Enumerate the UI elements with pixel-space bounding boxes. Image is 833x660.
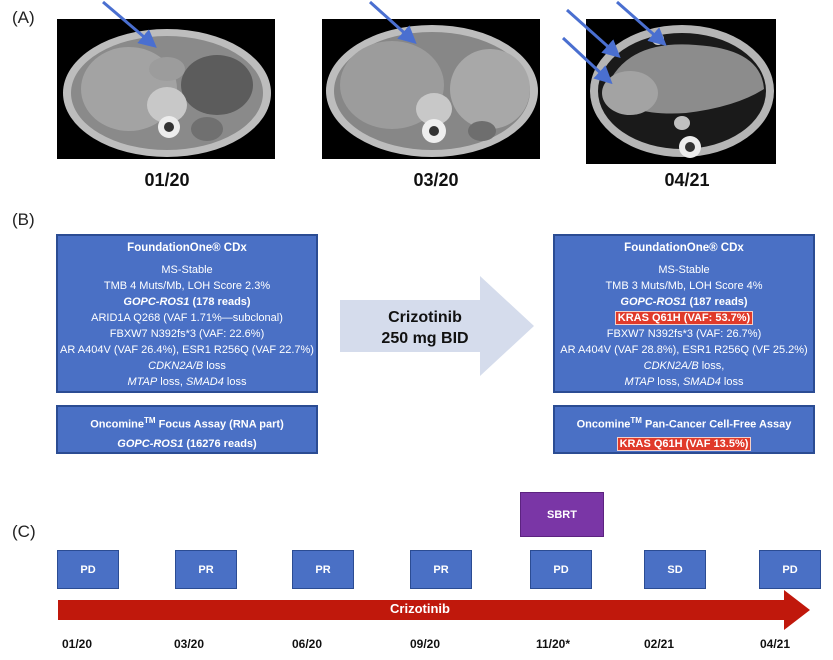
- after-tmb: TMB 3 Muts/Mb, LOH Score 4%: [605, 280, 763, 292]
- after-fbxw7: FBXW7 N392fs*3 (VAF: 26.7%): [606, 328, 762, 340]
- foundation-before-title: FoundationOne® CDx: [127, 242, 247, 254]
- after-fusion: GOPC-ROS1 (187 reads): [620, 296, 748, 308]
- response-box-6: SD: [644, 550, 706, 589]
- before-arid1a: ARID1A Q268 (VAF 1.71%—subclonal): [91, 312, 283, 324]
- timeline-date-4: 09/20: [409, 637, 441, 651]
- panel-label-b: (B): [12, 210, 35, 229]
- timeline-date-3: 06/20: [291, 637, 323, 651]
- arrow-scan3b: [561, 36, 613, 85]
- scan-arrows: [102, 0, 667, 85]
- oncomine-rna-fusion: GOPC-ROS1 (16276 reads): [117, 437, 257, 450]
- ct-scan-1: [57, 19, 275, 159]
- response-box-5: PD: [530, 550, 592, 589]
- timeline-date-5: 11/20*: [535, 637, 571, 651]
- after-ms: MS-Stable: [658, 264, 710, 276]
- oncomine-cf-title: OncomineTM Pan-Cancer Cell-Free Assay: [576, 416, 792, 431]
- response-box-2: PR: [175, 550, 237, 589]
- arrow-scan3a: [566, 8, 621, 58]
- foundation-after-title: FoundationOne® CDx: [624, 242, 744, 254]
- panel-label-a: (A): [12, 8, 35, 27]
- arrow-scan3c: [616, 0, 667, 46]
- response-box-3: PR: [292, 550, 354, 589]
- arrow-scan1: [102, 0, 157, 48]
- scan-date-3: 04/21: [664, 170, 710, 190]
- oncomine-cf-kras: KRAS Q61H (VAF 13.5%): [616, 436, 752, 451]
- timeline-date-2: 03/20: [173, 637, 205, 651]
- foundation-before-box: FoundationOne® CDx MS-Stable TMB 4 Muts/…: [56, 234, 318, 393]
- before-ms: MS-Stable: [161, 264, 213, 276]
- after-mtap-smad4: MTAP loss, SMAD4 loss: [624, 376, 744, 388]
- before-tmb: TMB 4 Muts/Mb, LOH Score 2.3%: [103, 280, 271, 292]
- after-cdkn2ab: CDKN2A/B loss,: [643, 360, 725, 372]
- crizotinib-timeline-arrow: [58, 590, 810, 630]
- sbrt-box: SBRT: [520, 492, 604, 537]
- timeline-date-6: 02/21: [643, 637, 675, 651]
- timeline-date-1: 01/20: [61, 637, 93, 651]
- crizotinib-dose: 250 mg BID: [381, 330, 469, 347]
- timeline-date-7: 04/21: [759, 637, 791, 651]
- crizotinib-arrow: [340, 276, 534, 376]
- crizotinib-drug: Crizotinib: [388, 309, 462, 326]
- crizotinib-arrow-text: Crizotinib 250 mg BID: [355, 307, 495, 349]
- ct-scan-2: [322, 19, 540, 159]
- scan-date-2: 03/20: [413, 170, 459, 190]
- arrow-scan2: [368, 0, 417, 45]
- oncomine-rna-title: OncomineTM Focus Assay (RNA part): [90, 416, 284, 431]
- after-kras: KRAS Q61H (VAF: 53.7%): [614, 311, 754, 325]
- response-box-4: PR: [410, 550, 472, 589]
- before-fbxw7: FBXW7 N392fs*3 (VAF: 22.6%): [109, 328, 265, 340]
- oncomine-cf-box: OncomineTM Pan-Cancer Cell-Free Assay KR…: [553, 405, 815, 454]
- scan-date-1: 01/20: [144, 170, 190, 190]
- before-mtap-smad4: MTAP loss, SMAD4 loss: [127, 376, 247, 388]
- foundation-after-box: FoundationOne® CDx MS-Stable TMB 3 Muts/…: [553, 234, 815, 393]
- response-box-1: PD: [57, 550, 119, 589]
- oncomine-rna-box: OncomineTM Focus Assay (RNA part) GOPC-R…: [56, 405, 318, 454]
- before-cdkn2ab: CDKN2A/B loss: [148, 360, 226, 372]
- panel-label-c: (C): [12, 522, 36, 541]
- after-ar-esr1: AR A404V (VAF 28.8%), ESR1 R256Q (VF 25.…: [560, 344, 808, 356]
- before-fusion: GOPC-ROS1 (178 reads): [123, 296, 251, 308]
- crizotinib-timeline-label: Crizotinib: [390, 601, 450, 616]
- before-ar-esr1: AR A404V (VAF 26.4%), ESR1 R256Q (VAF 22…: [60, 344, 314, 356]
- response-box-7: PD: [759, 550, 821, 589]
